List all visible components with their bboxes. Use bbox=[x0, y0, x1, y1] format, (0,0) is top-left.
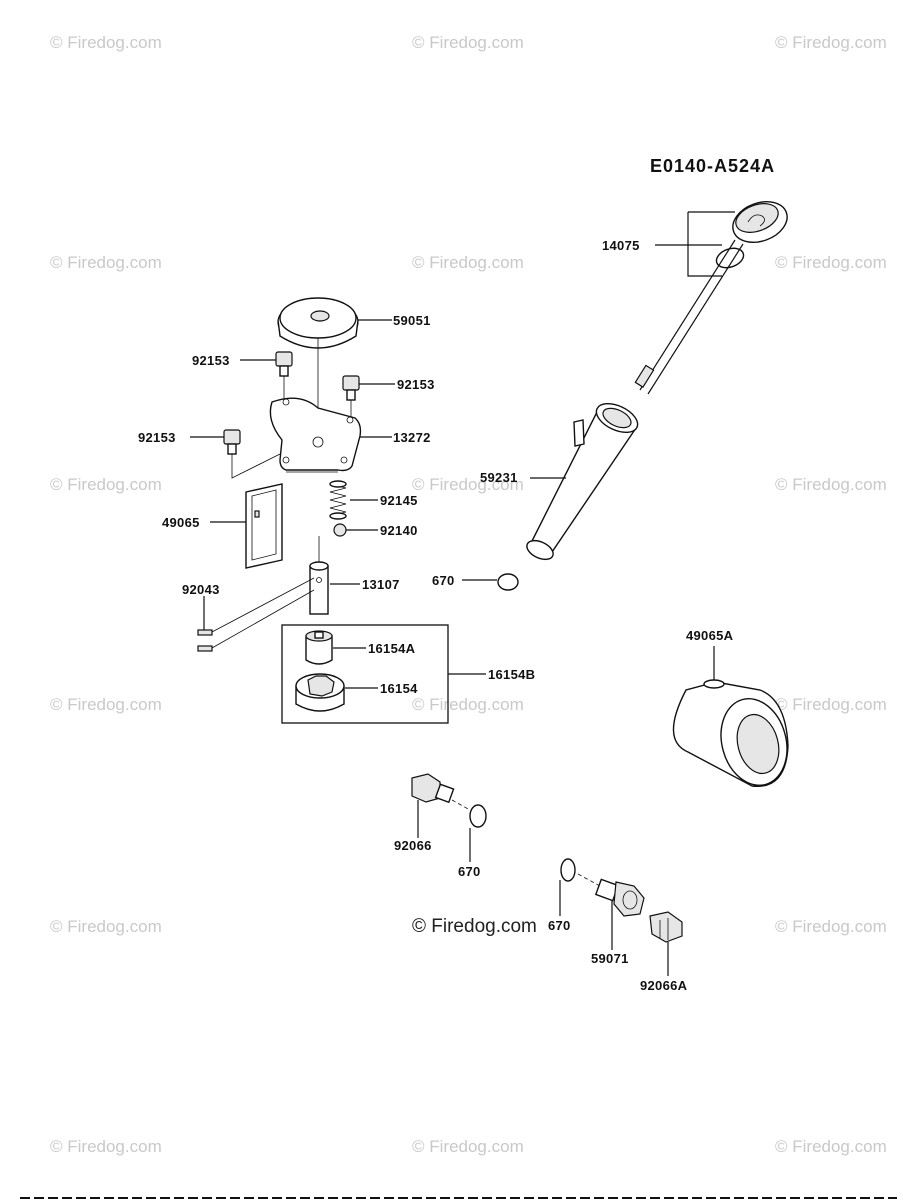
o-ring-670-middle bbox=[469, 804, 487, 828]
label-49065A: 49065A bbox=[686, 628, 734, 643]
label-49065: 49065 bbox=[162, 515, 200, 530]
label-14075: 14075 bbox=[602, 238, 640, 253]
watermark: © Firedog.com bbox=[775, 1137, 887, 1156]
outer-rotor-16154 bbox=[295, 673, 345, 712]
watermark: © Firedog.com bbox=[50, 917, 162, 936]
label-92066: 92066 bbox=[394, 838, 432, 853]
label-59051: 59051 bbox=[393, 313, 431, 328]
watermark: © Firedog.com bbox=[412, 253, 524, 272]
watermark: © Firedog.com bbox=[775, 253, 887, 272]
watermark: © Firedog.com bbox=[412, 1137, 524, 1156]
label-92153-b: 92153 bbox=[397, 377, 435, 392]
watermark: © Firedog.com bbox=[775, 33, 887, 52]
diagram-code: E0140-A524A bbox=[650, 156, 775, 176]
pins-92043 bbox=[197, 629, 213, 652]
watermark: © Firedog.com bbox=[50, 253, 162, 272]
label-670-top: 670 bbox=[432, 573, 455, 588]
watermark: © Firedog.com bbox=[775, 475, 887, 494]
filler-tube-59231 bbox=[526, 402, 639, 561]
label-670-middle: 670 bbox=[458, 864, 481, 879]
label-16154: 16154 bbox=[380, 681, 418, 696]
oil-filter-49065A bbox=[672, 679, 789, 787]
label-92066A: 92066A bbox=[640, 978, 688, 993]
watermark: © Firedog.com bbox=[412, 475, 524, 494]
watermark: © Firedog.com bbox=[50, 695, 162, 714]
label-92153-a: 92153 bbox=[192, 353, 230, 368]
label-13272: 13272 bbox=[393, 430, 431, 445]
watermark: © Firedog.com bbox=[50, 475, 162, 494]
o-ring-670-top bbox=[497, 573, 519, 591]
label-92153-c: 92153 bbox=[138, 430, 176, 445]
label-59231: 59231 bbox=[480, 470, 518, 485]
watermark: © Firedog.com bbox=[50, 1137, 162, 1156]
bolt-92153-a bbox=[275, 351, 293, 377]
pump-cover-13272 bbox=[269, 397, 362, 473]
drain-plug-92066 bbox=[411, 773, 455, 804]
gear-59051 bbox=[277, 297, 359, 349]
label-16154B: 16154B bbox=[488, 667, 535, 682]
inner-rotor-16154A bbox=[305, 630, 333, 665]
watermark-center: © Firedog.com bbox=[412, 916, 537, 937]
label-59071: 59071 bbox=[591, 951, 629, 966]
watermark: © Firedog.com bbox=[775, 695, 887, 714]
fitting-59071 bbox=[594, 878, 645, 917]
o-ring-670-bottom bbox=[560, 858, 576, 882]
dipstick-14075 bbox=[634, 201, 788, 395]
bolt-92153-c bbox=[223, 429, 241, 455]
label-13107: 13107 bbox=[362, 577, 400, 592]
watermark: © Firedog.com bbox=[775, 917, 887, 936]
gasket-49065 bbox=[245, 483, 283, 569]
watermark: © Firedog.com bbox=[412, 695, 524, 714]
watermark-layer: © Firedog.com © Firedog.com © Firedog.co… bbox=[50, 33, 887, 1156]
shaft-13107 bbox=[309, 561, 329, 615]
label-16154A: 16154A bbox=[368, 641, 416, 656]
label-92043: 92043 bbox=[182, 582, 220, 597]
label-670-bottom: 670 bbox=[548, 918, 571, 933]
ball-92140 bbox=[333, 523, 347, 537]
spring-92145 bbox=[329, 480, 347, 520]
plug-92066A bbox=[649, 911, 683, 943]
watermark: © Firedog.com bbox=[412, 33, 524, 52]
label-92140: 92140 bbox=[380, 523, 418, 538]
label-92145: 92145 bbox=[380, 493, 418, 508]
watermark: © Firedog.com bbox=[50, 33, 162, 52]
bolt-92153-b bbox=[342, 375, 360, 401]
